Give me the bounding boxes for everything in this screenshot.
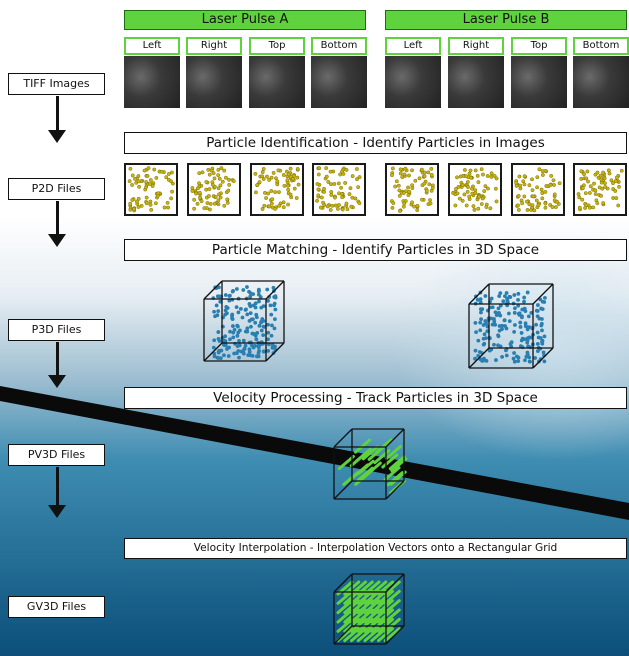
stage-label-tiff: TIFF Images (8, 73, 105, 95)
p2d-image (250, 163, 304, 216)
p2d-image (385, 163, 439, 216)
p2d-image (124, 163, 178, 216)
camera-label: Left (124, 37, 180, 55)
particle-dots (253, 166, 301, 211)
down-arrow-shaft (56, 201, 59, 234)
particle-dots (389, 166, 435, 213)
camera-bottom-a: Bottom (311, 37, 367, 108)
p2d-image (573, 163, 627, 216)
grid-vector-cube (333, 573, 405, 645)
stage-label-gv3d: GV3D Files (8, 596, 105, 618)
camera-left-b: Left (385, 37, 441, 108)
down-arrow-icon (48, 234, 66, 247)
camera-label: Left (385, 37, 441, 55)
camera-top-b: Top (511, 37, 567, 108)
down-arrow-shaft (56, 467, 59, 505)
tiff-image (124, 56, 180, 108)
camera-label: Bottom (573, 37, 629, 55)
camera-left-a: Left (124, 37, 180, 108)
particle-dots (127, 166, 175, 213)
down-arrow-shaft (56, 342, 59, 375)
tiff-image (385, 56, 441, 108)
tiff-image (448, 56, 504, 108)
particle-dots (514, 167, 562, 213)
particle-dots (190, 166, 236, 212)
velocity-vector-cube (333, 428, 408, 500)
down-arrow-icon (48, 130, 66, 143)
down-arrow-icon (48, 375, 66, 388)
particle-dots (451, 167, 499, 212)
particle-cube-a (203, 280, 285, 362)
camera-bottom-b: Bottom (573, 37, 629, 108)
camera-label: Right (448, 37, 504, 55)
p2d-image (312, 163, 366, 216)
tiff-image (249, 56, 305, 108)
camera-label: Top (249, 37, 305, 55)
camera-label: Bottom (311, 37, 367, 55)
p2d-image (187, 163, 241, 216)
particle-cube-b (468, 283, 554, 369)
particle-dots (315, 166, 362, 212)
down-arrow-shaft (56, 96, 59, 130)
tiff-image (186, 56, 242, 108)
p2d-image (511, 163, 565, 216)
camera-label: Right (186, 37, 242, 55)
tiff-image (511, 56, 567, 108)
camera-right-a: Right (186, 37, 242, 108)
tiff-image (311, 56, 367, 108)
camera-right-b: Right (448, 37, 504, 108)
stage-label-p3d: P3D Files (8, 319, 105, 341)
particle-dots (576, 168, 624, 212)
camera-top-a: Top (249, 37, 305, 108)
step-velocity-processing: Velocity Processing - Track Particles in… (124, 387, 627, 409)
down-arrow-icon (48, 505, 66, 518)
step-velocity-interpolation: Velocity Interpolation - Interpolation V… (124, 538, 627, 559)
diagonal-divider (0, 386, 629, 520)
step-particle-matching: Particle Matching - Identify Particles i… (124, 239, 627, 261)
stage-label-pv3d: PV3D Files (8, 444, 105, 466)
laser-pulse-a-header: Laser Pulse A (124, 10, 366, 30)
camera-label: Top (511, 37, 567, 55)
p2d-image (448, 163, 502, 216)
tiff-image (573, 56, 629, 108)
laser-pulse-b-header: Laser Pulse B (385, 10, 627, 30)
step-particle-identification: Particle Identification - Identify Parti… (124, 132, 627, 154)
stage-label-p2d: P2D Files (8, 178, 105, 200)
